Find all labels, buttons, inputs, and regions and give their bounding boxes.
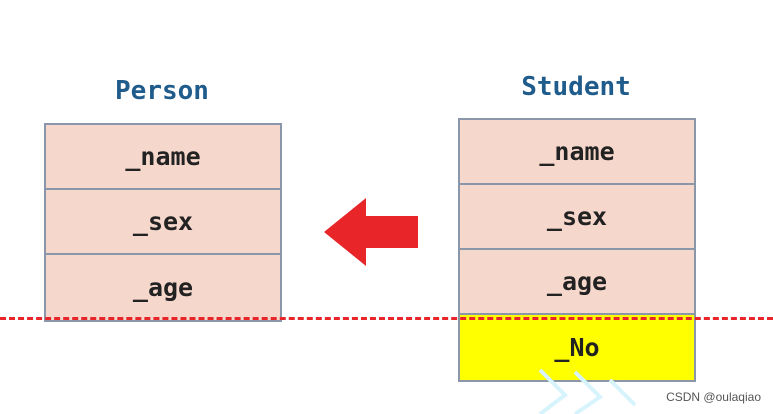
person-field-sex: _sex xyxy=(46,190,280,255)
inheritance-arrow-icon xyxy=(324,198,418,266)
person-title: Person xyxy=(115,76,209,106)
student-title: Student xyxy=(521,72,631,102)
person-field-name: _name xyxy=(46,125,280,190)
student-box: _name _sex _age _No xyxy=(458,118,696,382)
student-field-name: _name xyxy=(460,120,694,185)
slicing-divider-line xyxy=(0,317,773,320)
student-field-age: _age xyxy=(460,250,694,315)
person-field-age: _age xyxy=(46,255,280,320)
student-field-sex: _sex xyxy=(460,185,694,250)
watermark-pattern-icon xyxy=(538,368,637,414)
person-box: _name _sex _age xyxy=(44,123,282,322)
student-field-no: _No xyxy=(460,315,694,380)
csdn-watermark: CSDN @oulaqiao xyxy=(666,390,761,404)
